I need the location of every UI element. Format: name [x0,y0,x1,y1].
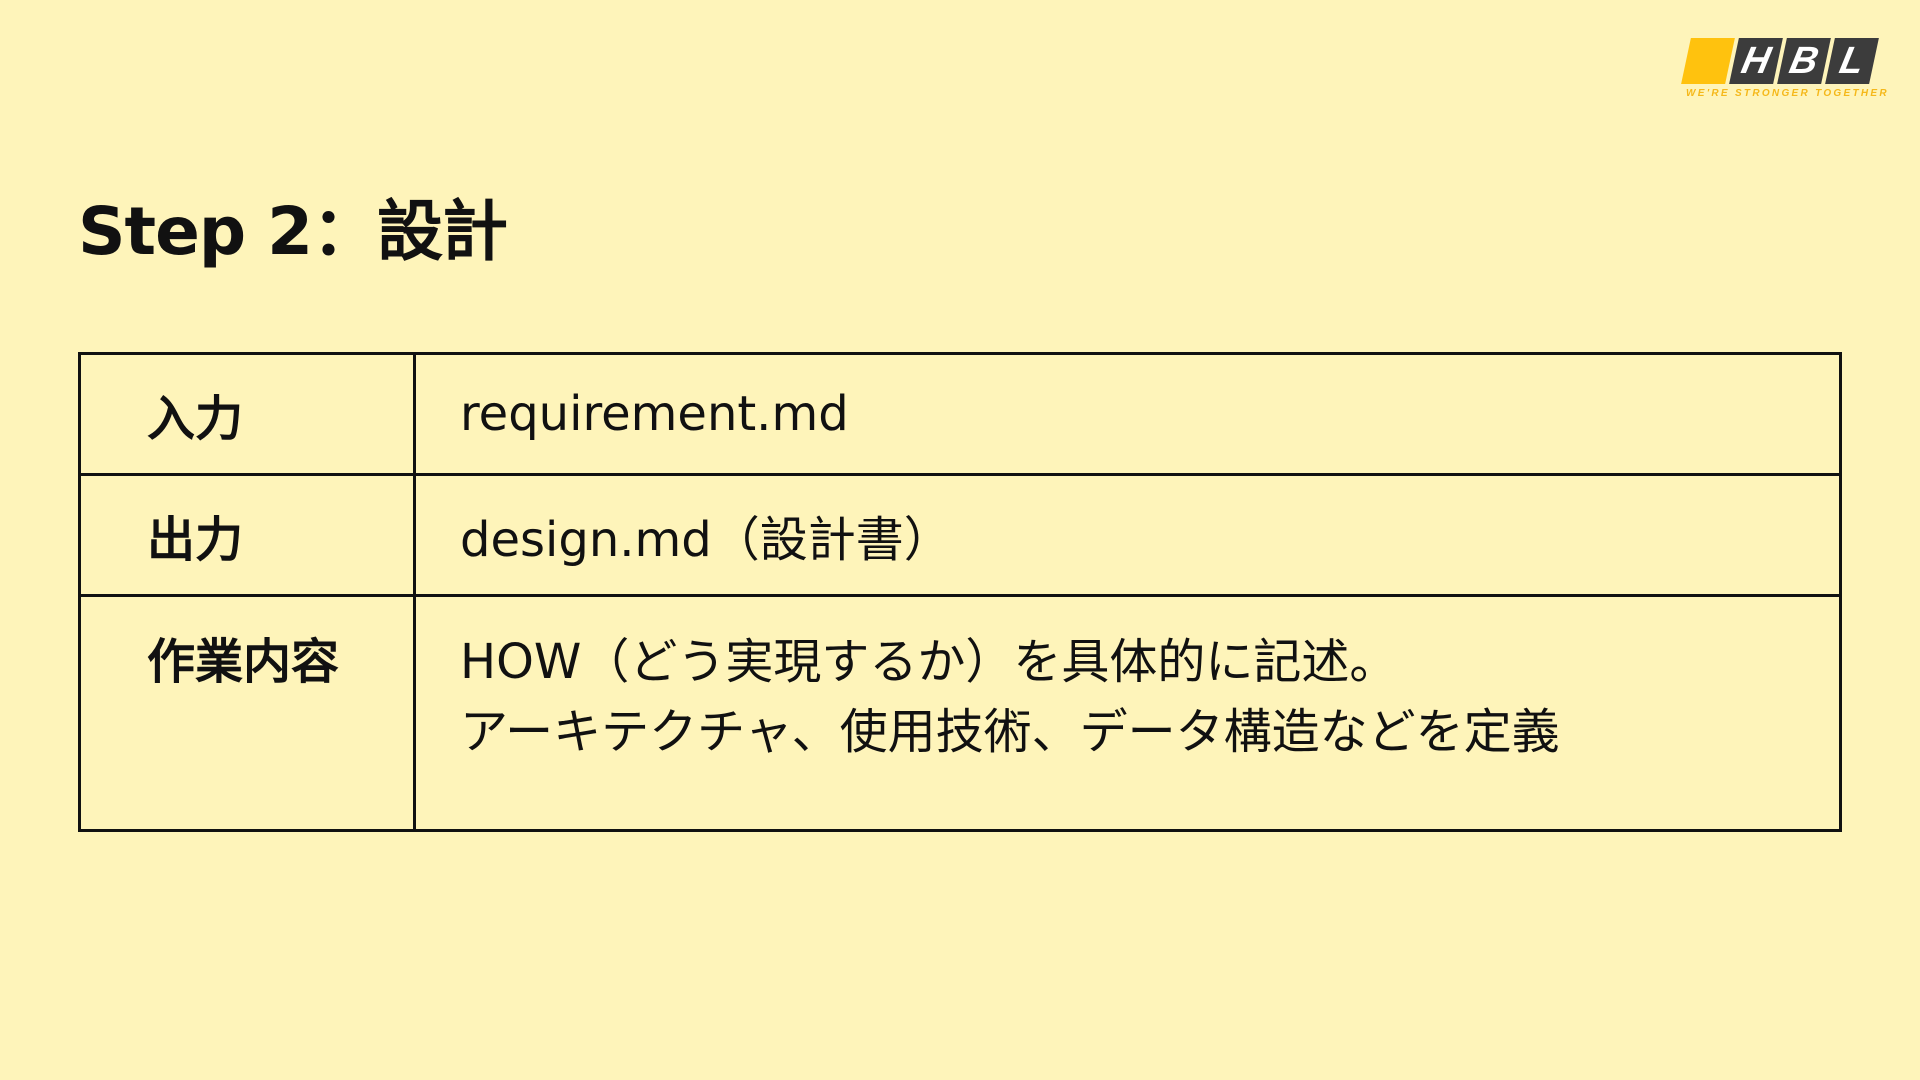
table-row-output: 出力 design.md（設計書） [78,473,1842,597]
logo-letter: H [1737,39,1775,82]
value-line: design.md（設計書） [460,512,952,568]
step-info-table: 入力 requirement.md 出力 design.md（設計書） 作業内容… [78,352,1842,832]
logo-letter-b: B [1777,38,1831,84]
row-label: 作業内容 [78,594,416,832]
row-label: 入力 [78,352,416,476]
row-value: design.md（設計書） [413,473,1842,597]
slide-title: Step 2：設計 [78,193,508,270]
table-row-tasks: 作業内容 HOW（どう実現するか）を具体的に記述。 アーキテクチャ、使用技術、デ… [78,594,1842,832]
logo-tagline: WE'RE STRONGER TOGETHER [1686,88,1889,99]
logo-yellow-block [1681,38,1735,84]
value-line: アーキテクチャ、使用技術、データ構造などを定義 [460,704,1560,760]
row-value: requirement.md [413,352,1842,476]
row-label: 出力 [78,473,416,597]
row-value: HOW（どう実現するか）を具体的に記述。 アーキテクチャ、使用技術、データ構造な… [413,594,1842,832]
logo-letter: L [1836,39,1869,82]
table-row-input: 入力 requirement.md [78,352,1842,476]
logo-letter-h: H [1729,38,1783,84]
logo-letter-l: L [1825,38,1879,84]
value-line: HOW（どう実現するか）を具体的に記述。 [460,634,1398,690]
hbl-logo: H B L WE'RE STRONGER TOGETHER [1681,38,1889,102]
logo-letter: B [1785,39,1823,82]
value-line: requirement.md [460,386,849,442]
